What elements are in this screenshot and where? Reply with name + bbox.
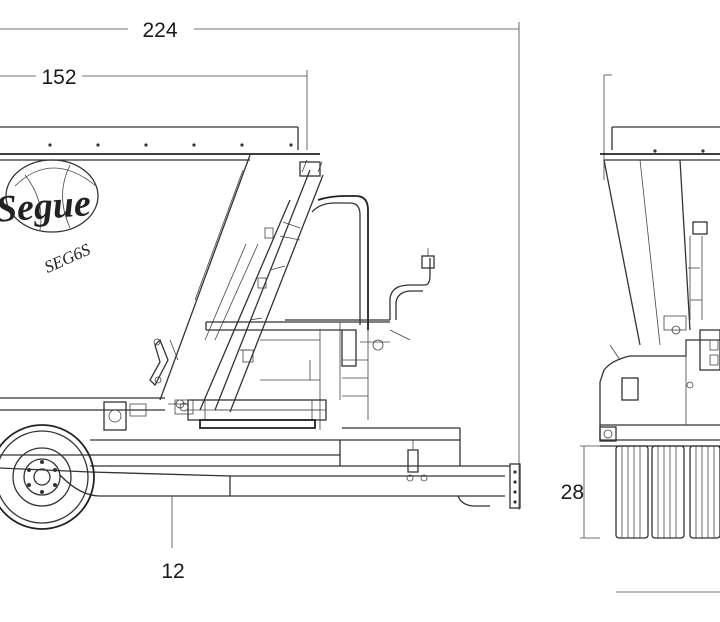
side-view: Segue SEG6S	[0, 126, 521, 530]
side-wheel	[0, 424, 95, 530]
rear-tires	[615, 445, 720, 539]
chassis	[0, 399, 521, 509]
rear-view	[599, 74, 720, 593]
hopper-body	[0, 126, 320, 401]
rear-hopper	[600, 126, 720, 346]
platform-handrail	[205, 195, 390, 420]
dimension-label-224: 224	[142, 19, 177, 42]
side-mechanism	[149, 338, 179, 387]
rear-ladder	[663, 221, 708, 331]
internal-frame	[215, 330, 321, 430]
dimension-label-28: 28	[561, 481, 584, 504]
dimension-ground-clearance: 12	[161, 496, 185, 583]
discharge-conveyor	[168, 399, 327, 429]
logo-model-text: SEG6S	[41, 240, 93, 277]
dimension-overall-length: 224	[0, 19, 520, 510]
dimension-tire-width: 28	[561, 445, 600, 539]
ladder-assembly	[199, 159, 324, 413]
dimension-label-12: 12	[161, 560, 184, 583]
dimension-body-length: 152	[0, 66, 308, 150]
logo-brand-text: Segue	[0, 182, 92, 231]
hydraulic-arm	[389, 248, 435, 341]
dimension-label-152: 152	[41, 66, 76, 89]
brand-logo: Segue SEG6S	[0, 159, 99, 277]
